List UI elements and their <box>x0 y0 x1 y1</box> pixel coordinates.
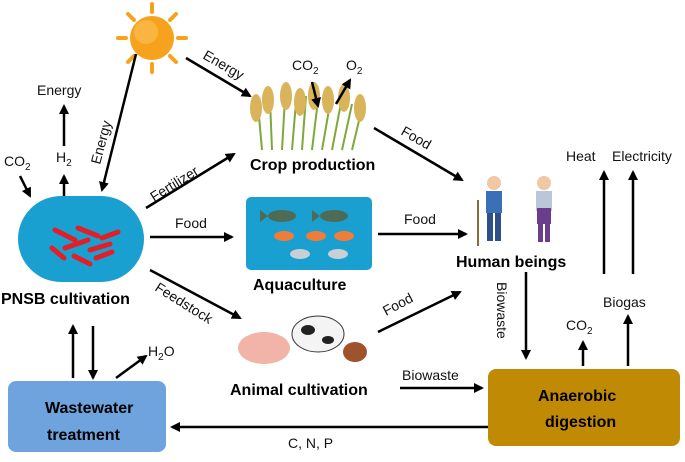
arrows <box>18 53 638 432</box>
food-label-animal-human: Food <box>380 290 416 319</box>
h2-label: H2 <box>56 149 72 169</box>
o2-label: O2 <box>346 57 363 77</box>
anaerobic-label-2: digestion <box>545 414 616 431</box>
arrow-co2-crop <box>310 81 321 108</box>
cnp-label: C, N, P <box>288 435 333 451</box>
heat-label: Heat <box>566 148 596 164</box>
wastewater-label-1: Wastewater <box>45 400 133 417</box>
animal-icon <box>238 315 367 364</box>
biowaste-label-animal: Biowaste <box>402 367 459 383</box>
food-label-aqua-human: Food <box>404 211 436 227</box>
sun-icon <box>116 2 188 74</box>
arrow-pnsb-animal <box>149 268 242 320</box>
wastewater-node <box>8 381 166 452</box>
biogas-label: Biogas <box>603 294 646 310</box>
arrow-animal-human <box>377 290 462 334</box>
shrimp-icon <box>274 231 354 241</box>
arrow-pnsb-crop <box>145 152 236 210</box>
feedstock-label: Feedstock <box>152 279 216 327</box>
anaerobic-label-1: Anaerobic <box>538 388 616 405</box>
bacteria-icon <box>49 225 121 267</box>
arrow-crop-o2 <box>334 78 352 105</box>
energy-label-top: Energy <box>37 82 81 98</box>
shell-icon <box>290 249 348 259</box>
biowaste-label-vertical: Biowaste <box>494 282 510 339</box>
energy-label-sun-crop: Energy <box>201 47 247 83</box>
anaerobic-node <box>488 369 680 446</box>
wastewater-label-2: treatment <box>47 427 121 444</box>
co2-label-crop: CO2 <box>292 57 319 77</box>
animal-label: Animal cultivation <box>230 382 368 399</box>
co2-label-left: CO2 <box>4 153 31 173</box>
arrow-crop-human <box>373 126 464 182</box>
crop-label: Crop production <box>250 157 375 174</box>
arrow-sun-crop <box>185 56 252 98</box>
fertilizer-label: Fertilizer <box>147 162 201 204</box>
pnsb-label: PNSB cultivation <box>1 291 130 308</box>
fish-icon <box>260 210 348 222</box>
arrow-wastewater-h2o <box>115 354 148 380</box>
arrow-sun-pnsb <box>99 53 138 192</box>
food-label-crop-human: Food <box>399 123 435 153</box>
pnsb-node <box>18 196 144 282</box>
human-label: Human beings <box>456 254 566 271</box>
arrow-co2-pnsb <box>18 175 32 198</box>
human-icon <box>477 176 552 246</box>
crop-icon <box>250 82 366 151</box>
h2o-label: H2O <box>148 343 175 363</box>
food-label-aqua: Food <box>175 215 207 231</box>
electricity-label: Electricity <box>612 148 672 164</box>
aquaculture-label: Aquaculture <box>253 277 346 294</box>
co2-label-ad: CO2 <box>566 317 593 337</box>
